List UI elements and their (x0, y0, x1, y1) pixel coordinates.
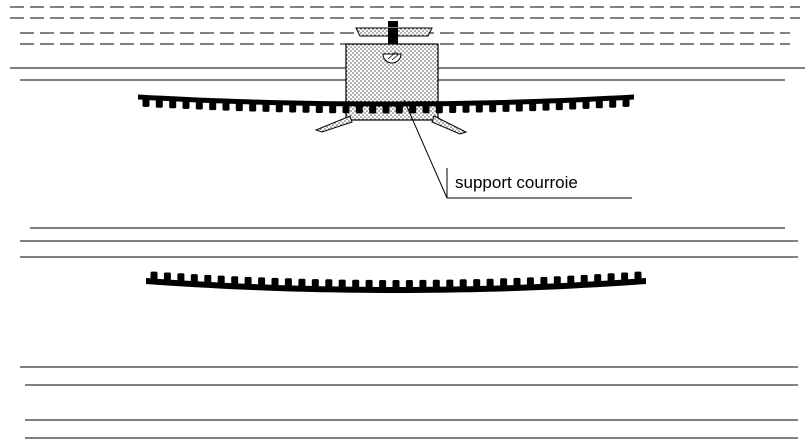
bolt-head (388, 21, 398, 27)
belt-tooth (395, 105, 403, 114)
belt-tooth (529, 103, 537, 112)
belt-tooth (355, 105, 363, 114)
belt-tooth (262, 103, 270, 112)
belt-tooth (217, 275, 225, 284)
belt-tooth (289, 104, 297, 113)
belt-tooth (379, 280, 387, 288)
belt-tooth (405, 280, 413, 288)
belt-tooth (502, 103, 510, 112)
belt-tooth (609, 99, 617, 108)
left-wing (314, 115, 353, 133)
belt-tooth (475, 104, 483, 113)
belt-band (138, 94, 634, 107)
belt-tooth (500, 278, 508, 287)
callout-leader (403, 99, 632, 199)
belt-tooth (392, 280, 400, 288)
belt-tooth (622, 98, 630, 107)
belt-support (314, 43, 468, 135)
belt-tooth (489, 104, 497, 113)
belt-tooth (190, 274, 198, 283)
belt-tooth (473, 279, 481, 288)
belt-tooth (540, 276, 548, 285)
belt-tooth (258, 277, 266, 286)
belt-tooth (634, 271, 642, 280)
belt-tooth (567, 275, 575, 284)
belt-tooth (365, 279, 373, 288)
belt-tooth (163, 272, 171, 281)
belt-tooth (271, 277, 279, 286)
lower-lines (20, 366, 798, 439)
belt-tooth (569, 101, 577, 110)
dashed-lines (10, 6, 800, 45)
belt-tooth (422, 105, 430, 114)
belt-tooth (462, 104, 470, 113)
belt-tooth (555, 102, 563, 111)
belt-tooth (231, 276, 239, 285)
belt-tooth (142, 98, 150, 107)
belt-tooth (338, 279, 346, 288)
belt-tooth (182, 100, 190, 109)
belt-tooth (515, 103, 523, 112)
belt-tooth (526, 277, 534, 286)
belt-tooth (621, 272, 629, 281)
belt-tooth (342, 105, 350, 114)
belt-tooth (595, 100, 603, 109)
belt-tooth (249, 103, 257, 112)
belt-tooth (311, 279, 319, 288)
right-wing (431, 115, 468, 135)
belt-tooth (513, 277, 521, 286)
belt-tooth (177, 273, 185, 282)
belt-tooth (582, 100, 590, 109)
belt-tooth (235, 103, 243, 112)
belt-tooth (432, 279, 440, 288)
belt-tooth (352, 279, 360, 288)
belt-tooth (382, 105, 390, 114)
middle-lines (20, 227, 798, 258)
belt-tooth (459, 279, 467, 288)
belt-tooth (446, 279, 454, 288)
belt-tooth (155, 99, 163, 108)
toothed-belt-upper (138, 94, 634, 114)
bolt-shank (388, 28, 398, 44)
belt-tooth (486, 278, 494, 287)
belt-tooth (553, 276, 561, 285)
belt-tooth (607, 273, 615, 282)
belt-tooth (542, 102, 550, 111)
belt-tooth (325, 279, 333, 288)
belt-tooth (302, 104, 310, 113)
belt-tooth (449, 105, 457, 113)
belt-tooth (315, 105, 323, 113)
belt-tooth (298, 278, 306, 287)
toothed-belt-lower (146, 271, 646, 293)
belt-tooth (594, 274, 602, 283)
belt-tooth (275, 104, 283, 113)
belt-tooth (284, 278, 292, 287)
belt-tooth (435, 105, 443, 114)
belt-tooth (150, 271, 158, 280)
belt-tooth (204, 274, 212, 283)
callout-label: support courroie (455, 173, 578, 192)
belt-tooth (369, 105, 377, 114)
belt-tooth (580, 274, 588, 283)
belt-tooth (222, 102, 230, 111)
belt-tooth (409, 105, 417, 114)
belt-tooth (419, 279, 427, 288)
top-bracket (355, 21, 433, 44)
belt-tooth (209, 102, 217, 111)
belt-tooth (169, 100, 177, 109)
belt-tooth (329, 105, 337, 114)
belt-tooth (244, 276, 252, 285)
belt-band (146, 278, 646, 293)
belt-tooth (195, 101, 203, 110)
